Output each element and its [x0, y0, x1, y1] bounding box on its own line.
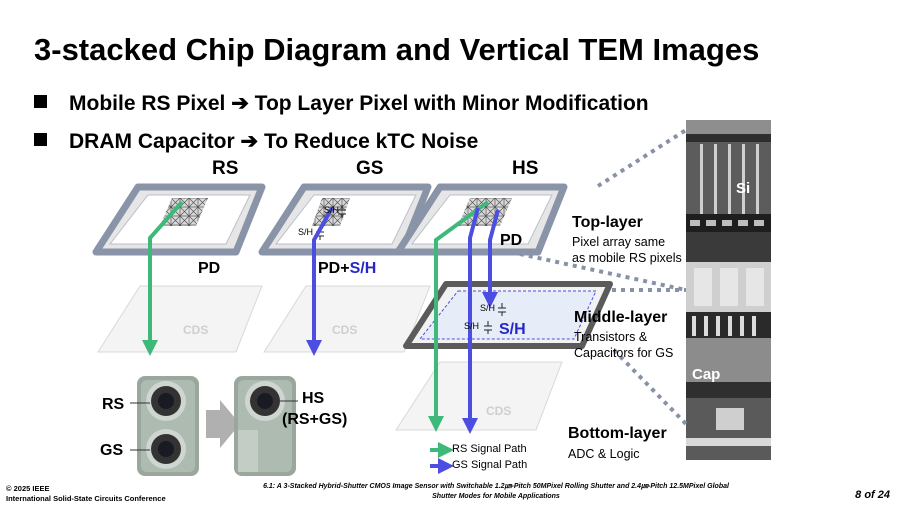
tem-label-si: Si [736, 180, 751, 197]
legend-rs-label: RS Signal Path [452, 443, 527, 455]
label-sh-middle: S/H [499, 321, 526, 338]
column-label-hs: HS [512, 158, 539, 179]
cds-label-gs: CDS [332, 323, 358, 337]
cds-label-hs: CDS [486, 404, 512, 418]
middle-layer-desc-2: Capacitors for GS [574, 346, 674, 360]
sh-label-hs-2: S/H [464, 321, 480, 331]
label-pd-sh-gs: PD+S/H [318, 260, 376, 278]
bullet-rs-pixel: Mobile RS Pixel ➔ Top Layer Pixel with M… [34, 91, 649, 116]
legend-gs-label: GS Signal Path [452, 459, 528, 471]
column-label-gs: GS [356, 158, 384, 179]
footer-paper-title: 6.1: A 3-Stacked Hybrid-Shutter CMOS Ima… [263, 483, 729, 500]
phone-rs-gs [137, 376, 199, 476]
sh-label-hs-1: S/H [480, 303, 496, 313]
bullet-text: Mobile RS Pixel [69, 92, 226, 115]
label-pd-rs: PD [198, 260, 221, 277]
leader-top-bottom [519, 252, 687, 292]
rs-signal-path-hs [428, 200, 490, 432]
leader-top [596, 128, 688, 188]
camera-label-lines [130, 400, 298, 451]
right-arrow-icon [206, 400, 240, 448]
column-label-rs: RS [212, 158, 239, 179]
middle-plate-hs [403, 281, 613, 349]
cds-label-rs: CDS [183, 323, 209, 337]
page-number: 8 of 24 [855, 489, 890, 501]
label-pd-hs: PD [500, 232, 523, 249]
camera-label-gs: GS [100, 442, 124, 459]
bullet-dram-capacitor: DRAM Capacitor ➔ To Reduce kTC Noise [34, 129, 478, 154]
right-arrow-icon: ➔ [231, 92, 249, 115]
bottom-layer-title: Bottom-layer [568, 425, 667, 442]
camera-label-hs: HS [302, 390, 325, 407]
label-sh: S/H [349, 260, 377, 277]
bullet-square-icon [34, 95, 47, 108]
rs-signal-path-rs [142, 200, 184, 356]
top-plate-rs [92, 183, 266, 256]
tem-cross-section-image [686, 120, 771, 460]
gs-signal-path-gs [306, 207, 334, 356]
gs-signal-path-hs [462, 207, 480, 434]
capacitor-icons-hs [484, 303, 506, 334]
top-layer-desc-1: Pixel array same [572, 235, 666, 249]
camera-label-hs-detail: (RS+GS) [282, 411, 348, 428]
top-layer-desc-2: as mobile RS pixels [572, 251, 682, 265]
cds-plate-gs [263, 285, 431, 353]
middle-layer-title: Middle-layer [574, 309, 668, 326]
bullet-text: Top Layer Pixel with Minor Modification [254, 92, 649, 115]
label-pd-prefix: PD+ [318, 260, 350, 277]
gs-signal-path-hs-to-middle [482, 209, 500, 308]
bullet-text: To Reduce kTC Noise [263, 130, 479, 153]
leader-middle-bottom [612, 348, 688, 426]
sh-label-gs-1: S/H [324, 205, 340, 215]
tem-label-cap: Cap [692, 366, 721, 383]
bullet-square-icon [34, 133, 47, 146]
bottom-layer-desc: ADC & Logic [568, 447, 640, 461]
camera-label-rs: RS [102, 396, 125, 413]
top-layer-title: Top-layer [572, 214, 643, 231]
sh-label-gs-2: S/H [298, 227, 314, 237]
middle-layer-desc-1: Transistors & [574, 330, 648, 344]
cds-plate-rs [97, 285, 263, 353]
cds-plate-hs [395, 361, 563, 431]
right-arrow-icon: ➔ [240, 130, 259, 153]
slide-title: 3-stacked Chip Diagram and Vertical TEM … [34, 32, 760, 67]
bullet-text: DRAM Capacitor [69, 130, 235, 153]
